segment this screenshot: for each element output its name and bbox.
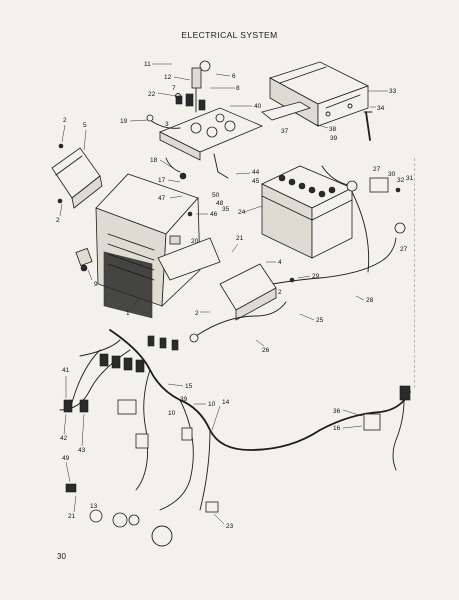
callout-41: 41	[62, 367, 70, 374]
shield-bracket	[51, 143, 103, 209]
page-title: ELECTRICAL SYSTEM	[181, 30, 278, 40]
cable-26	[195, 301, 287, 337]
callout-49: 49	[62, 455, 70, 462]
callout-42: 42	[60, 435, 68, 442]
callout-4: 4	[278, 259, 282, 266]
rod-part	[363, 111, 373, 141]
callout-8: 8	[236, 85, 240, 92]
callout-9: 9	[94, 281, 98, 288]
battery	[261, 165, 353, 259]
bracket-20	[157, 237, 221, 281]
callout-12: 12	[164, 74, 172, 81]
callout-15: 15	[185, 383, 193, 390]
callout-32: 32	[397, 177, 405, 184]
control-box-cover	[268, 61, 370, 127]
battery-cable	[321, 165, 406, 273]
knob-9	[75, 247, 93, 272]
callout-28: 28	[366, 297, 374, 304]
callout-18: 18	[150, 157, 158, 164]
callout-16: 16	[333, 425, 341, 432]
callout-10: 10	[208, 401, 216, 408]
callout-2: 2	[63, 117, 67, 124]
cable-28	[239, 237, 397, 291]
callout-47: 47	[158, 195, 166, 202]
callout-11: 11	[144, 61, 151, 68]
callout-31: 31	[406, 175, 414, 182]
callout-39: 39	[330, 135, 338, 142]
callout-10-b: 10	[168, 410, 176, 417]
callout-labels: 11 12 7 6 22 8 40 19 3 33 34 37 38 39 2	[56, 61, 414, 530]
grille-housing	[95, 173, 201, 319]
switch-panel	[146, 60, 264, 180]
callout-43: 43	[78, 447, 86, 454]
callout-36: 36	[333, 408, 341, 415]
callout-50: 50	[212, 192, 220, 199]
callout-33: 33	[389, 88, 397, 95]
mounting-plate	[261, 101, 311, 121]
wiring-harness	[59, 329, 411, 547]
callout-2-b: 2	[56, 217, 60, 224]
callout-17: 17	[158, 177, 166, 184]
callout-21: 21	[236, 235, 244, 242]
page-number: 30	[57, 552, 66, 561]
battery-tray	[219, 263, 295, 321]
callout-29: 29	[312, 273, 320, 280]
callout-24: 24	[238, 209, 246, 216]
callout-44: 44	[252, 169, 260, 176]
callout-3: 3	[165, 121, 169, 128]
callout-22: 22	[148, 91, 156, 98]
callout-45: 45	[252, 178, 260, 185]
callout-20: 20	[191, 238, 199, 245]
callout-19: 19	[120, 118, 128, 125]
callout-25: 25	[316, 317, 324, 324]
callout-27-top: 27	[373, 166, 381, 173]
callout-23: 23	[226, 523, 234, 530]
callout-14: 14	[222, 399, 230, 406]
callout-1: 1	[126, 310, 130, 317]
callout-34: 34	[377, 105, 385, 112]
callout-2-c: 2	[278, 289, 282, 296]
callout-6: 6	[232, 73, 236, 80]
callout-46: 46	[210, 211, 218, 218]
callout-26: 26	[262, 347, 270, 354]
callout-39-b: 39	[180, 396, 188, 403]
callout-21-b: 21	[68, 513, 76, 520]
callout-35: 35	[222, 206, 230, 213]
callout-2-d: 2	[195, 310, 199, 317]
callout-40: 40	[254, 103, 262, 110]
callout-5: 5	[83, 122, 87, 129]
page-edge-shadow	[414, 158, 416, 388]
callout-7: 7	[172, 85, 176, 92]
callout-13: 13	[90, 503, 98, 510]
callout-37: 37	[281, 128, 289, 135]
callout-38: 38	[329, 126, 337, 133]
callout-48: 48	[216, 200, 224, 207]
callout-30: 30	[388, 171, 396, 178]
callout-27-bottom: 27	[400, 246, 408, 253]
